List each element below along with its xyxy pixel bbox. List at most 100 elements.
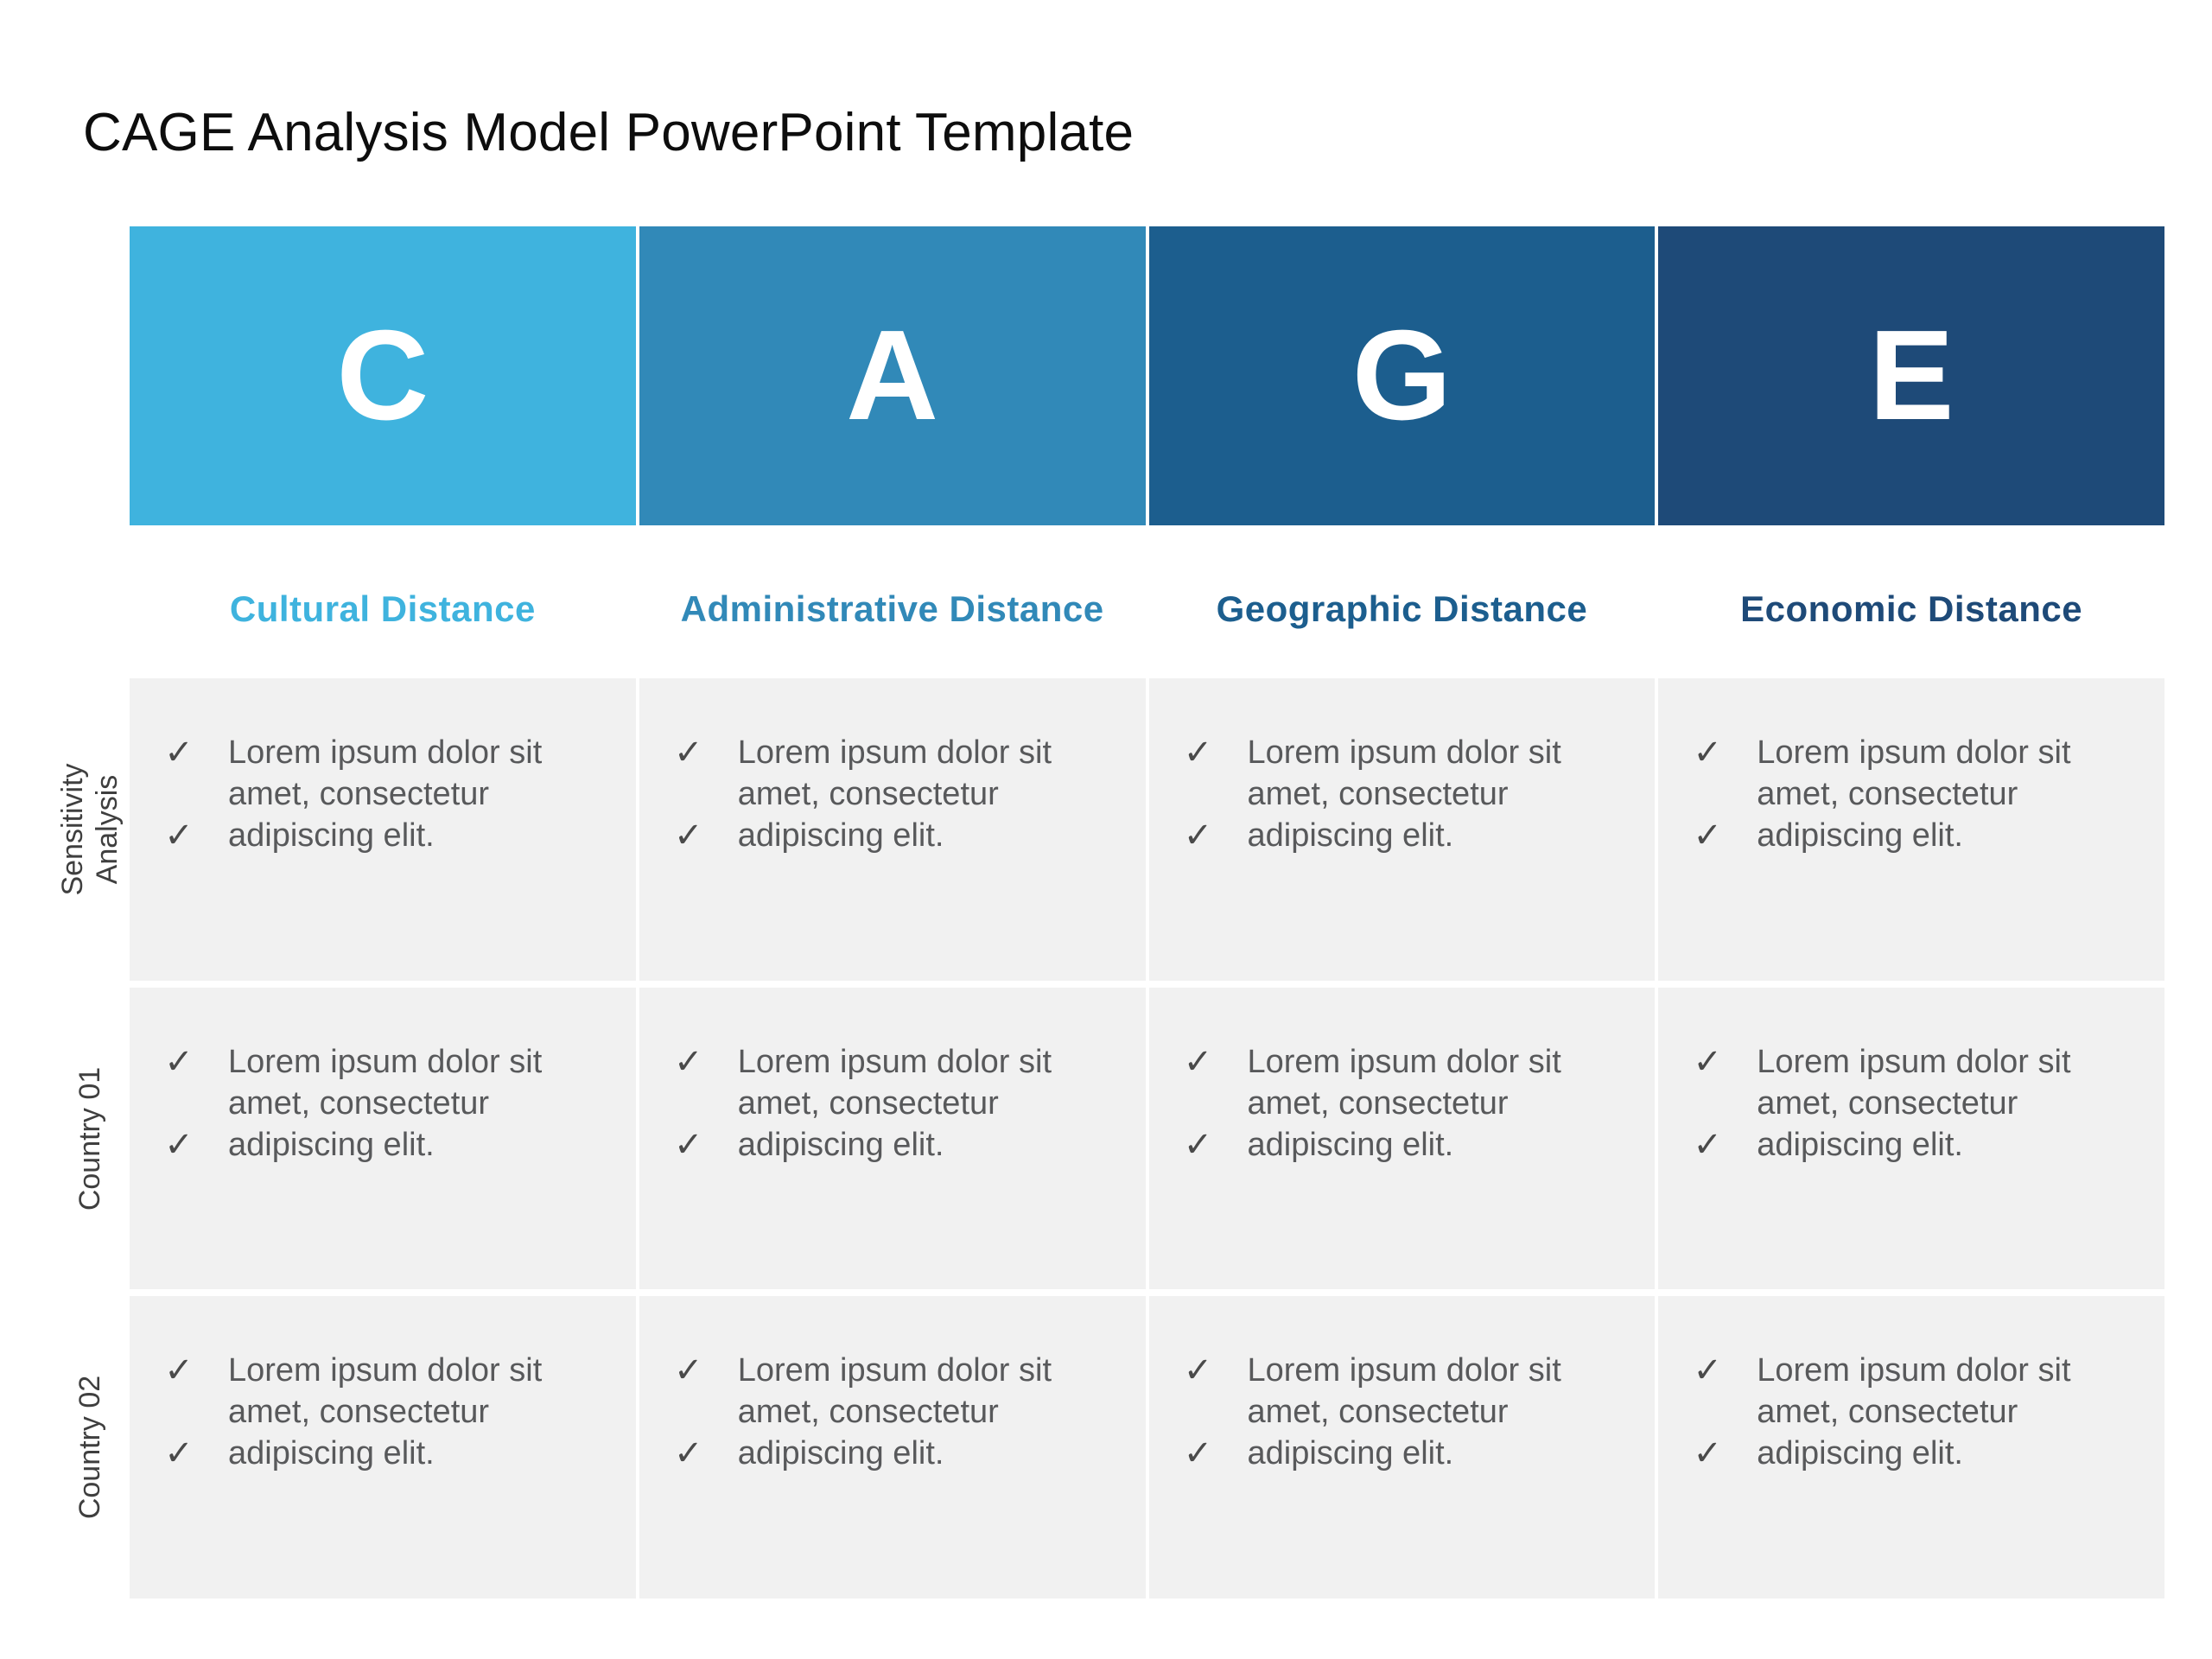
grid-cell-r1-c4[interactable]: ✓ Lorem ipsum dolor sit amet, consectetur…	[1658, 678, 2164, 981]
check-icon: ✓	[1693, 1351, 1722, 1391]
grid-cell-r3-c1[interactable]: ✓Lorem ipsum dolor sit amet, consectetur…	[130, 1296, 636, 1599]
bullet-text: Lorem ipsum dolor sit amet, consectetur	[1247, 1043, 1561, 1122]
check-icon: ✓	[164, 1433, 194, 1474]
cage-letter-box-g[interactable]: G	[1148, 226, 1656, 525]
grid-cell-r1-c2[interactable]: ✓ Lorem ipsum dolor sit amet, consectetur…	[639, 678, 1146, 981]
bullet-list: ✓ Lorem ipsum dolor sit amet, consectetur…	[1693, 1350, 2130, 1474]
bullet-text: adipiscing elit.	[1757, 1435, 1963, 1472]
cage-letter-g: G	[1351, 304, 1452, 447]
list-item: ✓ adipiscing elit.	[164, 1433, 601, 1474]
check-icon: ✓	[1183, 1351, 1213, 1391]
list-item: ✓adipiscing elit.	[164, 815, 601, 856]
check-icon: ✓	[1693, 1124, 1722, 1165]
bullet-text: Lorem ipsum dolor sit amet, consectetur	[737, 734, 1052, 812]
grid-cell-r3-c3[interactable]: ✓ Lorem ipsum dolor sit amet, consectetur…	[1148, 1296, 1656, 1599]
check-icon: ✓	[1183, 1433, 1213, 1474]
list-item: ✓ Lorem ipsum dolor sit amet, consectetur	[164, 732, 601, 815]
column-header-row: Cultural Distance Administrative Distance…	[130, 566, 2164, 652]
bullet-text: adipiscing elit.	[1757, 1126, 1963, 1163]
check-icon: ✓	[673, 1041, 703, 1082]
check-icon: ✓	[164, 733, 194, 772]
check-icon: ✓	[1693, 1041, 1722, 1082]
cage-letter-box-e[interactable]: E	[1658, 226, 2164, 525]
bullet-text: adipiscing elit.	[1247, 1126, 1454, 1163]
bullet-text: Lorem ipsum dolor sit amet, consectetur	[228, 734, 543, 812]
column-header-c: Cultural Distance	[229, 588, 536, 629]
grid-cell-r2-c4[interactable]: ✓Lorem ipsum dolor sit amet, consectetur…	[1658, 987, 2164, 1290]
list-item: ✓ adipiscing elit.	[1184, 1124, 1621, 1166]
bullet-text: adipiscing elit.	[737, 1435, 944, 1472]
list-item: ✓ adipiscing elit.	[1184, 815, 1621, 856]
list-item: ✓Lorem ipsum dolor sit amet, consectetur	[164, 1350, 601, 1433]
check-icon: ✓	[1183, 733, 1213, 772]
page-title: CAGE Analysis Model PowerPoint Template	[83, 103, 1135, 162]
list-item: ✓ Lorem ipsum dolor sit amet, consectetur	[1184, 732, 1621, 815]
list-item: ✓adipiscing elit.	[674, 815, 1111, 856]
bullet-text: Lorem ipsum dolor sit amet, consectetur	[737, 1043, 1052, 1122]
bullet-text: adipiscing elit.	[228, 1126, 435, 1163]
bullet-text: adipiscing elit.	[1757, 817, 1963, 854]
bullet-list: ✓ Lorem ipsum dolor sit amet, consectetur…	[1184, 1350, 1621, 1474]
bullet-list: ✓Lorem ipsum dolor sit amet, consectetur…	[164, 1350, 601, 1474]
grid-cell-r2-c2[interactable]: ✓ Lorem ipsum dolor sit amet, consectetur…	[639, 987, 1146, 1290]
bullet-text: adipiscing elit.	[228, 1435, 435, 1472]
bullet-list: ✓ Lorem ipsum dolor sit amet, consectetur…	[674, 1350, 1111, 1474]
grid-cell-r3-c4[interactable]: ✓ Lorem ipsum dolor sit amet, consectetur…	[1658, 1296, 2164, 1599]
list-item: ✓ Lorem ipsum dolor sit amet, consectetur	[674, 732, 1111, 815]
row-label-text: Country 02	[73, 1376, 106, 1520]
list-item: ✓Lorem ipsum dolor sit amet, consectetur	[1184, 1041, 1621, 1124]
column-header-a: Administrative Distance	[680, 588, 1104, 629]
check-icon: ✓	[673, 733, 703, 772]
grid-cell-r1-c1[interactable]: ✓ Lorem ipsum dolor sit amet, consectetur…	[130, 678, 636, 981]
list-item: ✓ Lorem ipsum dolor sit amet, consectetur	[1184, 1350, 1621, 1433]
list-item: ✓ adipiscing elit.	[1693, 1124, 2130, 1166]
list-item: ✓ adipiscing elit.	[1693, 815, 2130, 856]
check-icon: ✓	[1693, 1433, 1722, 1474]
bullet-text: adipiscing elit.	[737, 817, 944, 854]
bullet-text: adipiscing elit.	[737, 1126, 944, 1163]
bullet-text: adipiscing elit.	[1247, 817, 1454, 854]
table-row: Country 02 ✓ Lorem ipsum dolor sit amet, c…	[73, 1296, 2164, 1599]
grid-cell-r2-c3[interactable]: ✓Lorem ipsum dolor sit amet, consectetur…	[1148, 987, 1656, 1290]
list-item: ✓ adipiscing elit.	[674, 1433, 1111, 1474]
bullet-text: Lorem ipsum dolor sit amet, consectetur	[1757, 734, 2071, 812]
bullet-text: Lorem ipsum dolor sit amet, consectetur	[1247, 734, 1561, 812]
bullet-list: ✓Lorem ipsum dolor sit amet, consectetur…	[1693, 1041, 2130, 1166]
check-icon: ✓	[673, 1351, 703, 1391]
cage-letter-e: E	[1868, 304, 1955, 447]
grid-cell-r3-c2[interactable]: ✓ Lorem ipsum dolor sit amet, consectetur…	[639, 1296, 1146, 1599]
cage-letter-c: C	[336, 304, 429, 447]
cage-letter-box-c[interactable]: C	[130, 226, 636, 525]
bullet-list: ✓ Lorem ipsum dolor sit amet, consectetur…	[164, 1041, 601, 1166]
grid-cell-r1-c3[interactable]: ✓ Lorem ipsum dolor sit amet, consectetur…	[1148, 678, 1656, 981]
bullet-list: ✓ Lorem ipsum dolor sit amet, consectetur…	[674, 1041, 1111, 1166]
grid-cell-r2-c1[interactable]: ✓ Lorem ipsum dolor sit amet, consectetur…	[130, 987, 636, 1290]
bullet-text: Lorem ipsum dolor sit amet, consectetur	[737, 1352, 1052, 1431]
check-icon: ✓	[1183, 816, 1213, 855]
cage-content-grid: Sensitivity Analysis ✓ Lorem ipsum dolor s…	[56, 678, 2164, 1599]
cage-letter-a: A	[846, 304, 939, 447]
bullet-list: ✓ Lorem ipsum dolor sit amet, consectetur…	[1184, 732, 1621, 856]
list-item: ✓ Lorem ipsum dolor sit amet, consectetur	[674, 1041, 1111, 1124]
check-icon: ✓	[673, 1124, 703, 1165]
row-label-text: Country 01	[73, 1066, 106, 1211]
bullet-text: Lorem ipsum dolor sit amet, consectetur	[1757, 1352, 2071, 1431]
check-icon: ✓	[1693, 816, 1722, 855]
column-header-g: Geographic Distance	[1216, 588, 1588, 629]
check-icon: ✓	[1183, 1124, 1213, 1165]
bullet-text: Lorem ipsum dolor sit amet, consectetur	[228, 1352, 543, 1431]
list-item: ✓ Lorem ipsum dolor sit amet, consectetur	[164, 1041, 601, 1124]
table-row: Country 01 ✓ Lorem ipsum dolor sit amet, c…	[73, 987, 2164, 1290]
check-icon: ✓	[673, 1433, 703, 1474]
list-item: ✓adipiscing elit.	[164, 1124, 601, 1166]
list-item: ✓ Lorem ipsum dolor sit amet, consectetur	[674, 1350, 1111, 1433]
bullet-text: adipiscing elit.	[228, 817, 435, 854]
bullet-text: Lorem ipsum dolor sit amet, consectetur	[1247, 1352, 1561, 1431]
bullet-text: Lorem ipsum dolor sit amet, consectetur	[228, 1043, 543, 1122]
row-label-text: Sensitivity Analysis	[56, 763, 124, 896]
list-item: ✓adipiscing elit.	[1184, 1433, 1621, 1474]
cage-letter-box-a[interactable]: A	[639, 226, 1146, 525]
bullet-list: ✓Lorem ipsum dolor sit amet, consectetur…	[1184, 1041, 1621, 1166]
check-icon: ✓	[164, 1041, 194, 1082]
